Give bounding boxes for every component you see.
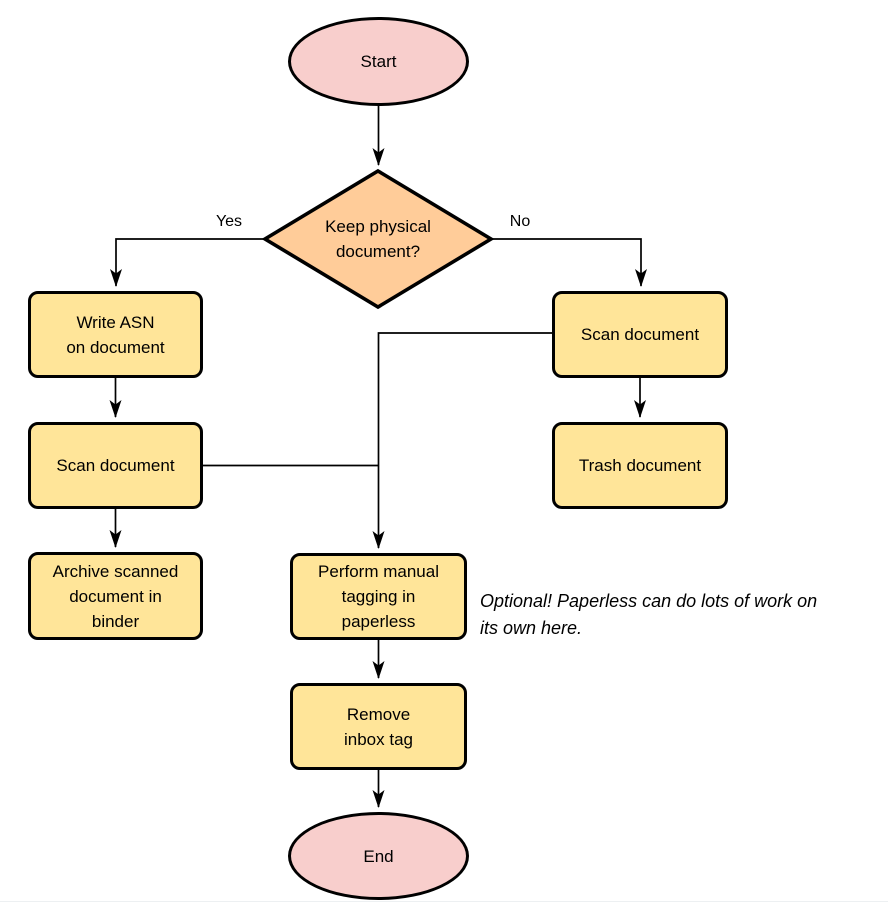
- bottom-divider: [0, 901, 888, 902]
- process-perform-manual-tagging: Perform manual tagging in paperless: [290, 553, 467, 640]
- process-archive-scanned-document: Archive scanned document in binder: [28, 552, 203, 640]
- edge-decision-yes-to-write-asn: [110, 238, 265, 287]
- edge-label-no: No: [509, 213, 531, 230]
- end-node-label: End: [363, 846, 394, 866]
- process-label: Perform manual tagging in paperless: [318, 562, 439, 631]
- process-remove-inbox-tag: Remove inbox tag: [290, 683, 467, 770]
- process-scan-document-right: Scan document: [552, 291, 728, 378]
- decision-keep-physical-document: [261, 168, 495, 310]
- process-scan-document-left: Scan document: [28, 422, 203, 509]
- start-node: Start: [288, 17, 469, 106]
- end-node: End: [288, 812, 469, 900]
- process-trash-document: Trash document: [552, 422, 728, 509]
- edge-label-yes: Yes: [215, 213, 243, 230]
- process-label: Scan document: [56, 456, 175, 475]
- start-node-label: Start: [360, 52, 397, 71]
- process-label: Trash document: [578, 456, 702, 475]
- decision-node-label-area: Keep physical document?: [278, 171, 478, 307]
- process-label: Archive scanned document in binder: [52, 561, 179, 631]
- edge-scan-right-to-tagging: [372, 332, 552, 549]
- decision-node-label: Keep physical document?: [325, 217, 431, 261]
- process-write-asn-on-document: Write ASN on document: [28, 291, 203, 378]
- optional-note: Optional! Paperless can do lots of work …: [480, 591, 818, 638]
- process-label: Remove inbox tag: [344, 704, 413, 749]
- process-label: Scan document: [580, 325, 700, 344]
- edge-decision-no-to-scan-right: [491, 238, 647, 287]
- process-label: Write ASN on document: [66, 312, 165, 357]
